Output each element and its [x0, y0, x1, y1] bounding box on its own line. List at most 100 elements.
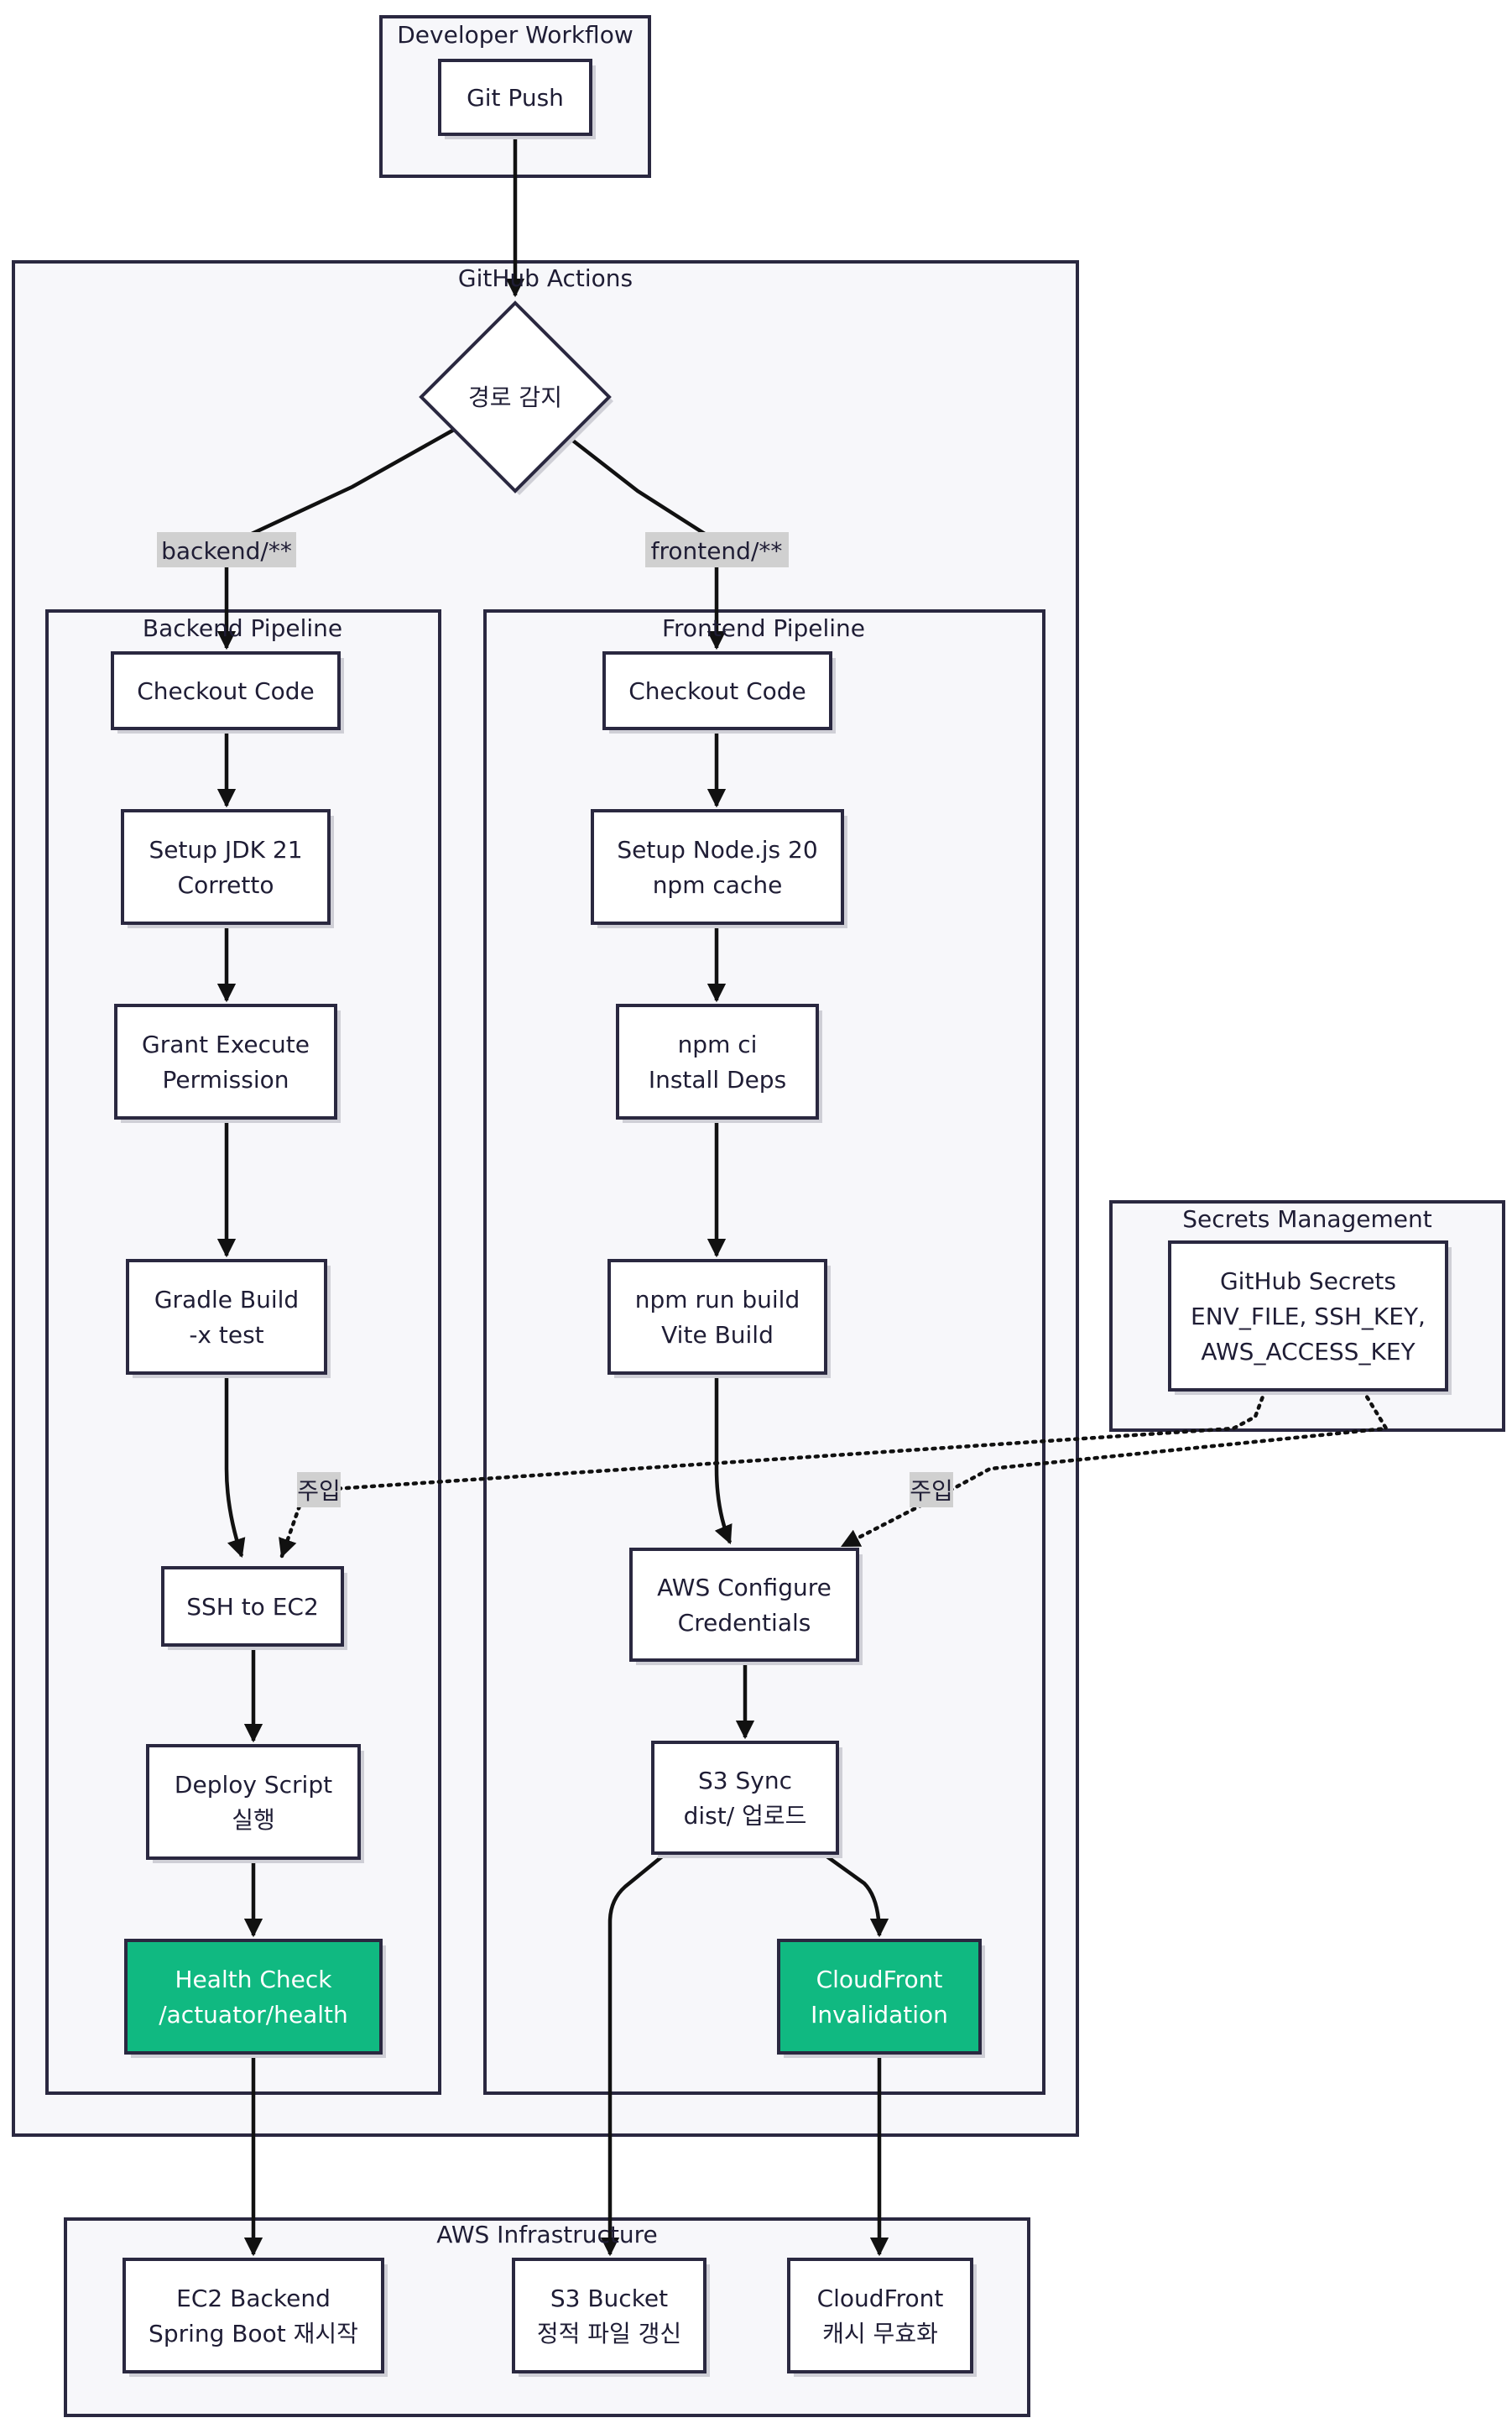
node-fe-checkout: Checkout Code [602, 651, 836, 734]
node-shape [1168, 1240, 1448, 1392]
node-label-line: npm run build [635, 1286, 800, 1313]
edge-fe-build-aws [714, 1373, 733, 1545]
node-be-ssh-ec2: SSH to EC2 [161, 1566, 347, 1650]
node-be-gradle-build: Gradle Build -x test [126, 1259, 331, 1378]
node-label-line: Install Deps [649, 1066, 786, 1094]
node-path-detect: 경로 감지 [419, 300, 613, 495]
node-label-line: CloudFront [816, 1966, 943, 1993]
edges [216, 134, 1389, 2257]
node-shape [126, 1259, 327, 1375]
edge-label-inject-frontend: 주입 [910, 1472, 953, 1507]
node-label-line: dist/ 업로드 [684, 1802, 807, 1830]
cluster-title: Developer Workflow [397, 21, 633, 49]
node-be-health-check: Health Check/actuator/health [124, 1939, 386, 2058]
node-shape [121, 809, 331, 925]
edge-label-inject-backend: 주입 [297, 1472, 341, 1507]
node-label-line: GitHub Secrets [1220, 1267, 1396, 1295]
node-label-line: Deploy Script [175, 1771, 332, 1799]
node-label-line: Git Push [467, 84, 564, 112]
node-label-line: Checkout Code [628, 677, 806, 705]
node-fe-s3-sync: S3 Sync dist/ 업로드 [651, 1741, 842, 1858]
node-shape [161, 1566, 344, 1647]
node-shape [419, 300, 612, 493]
edge-detect-to-frontend [568, 436, 727, 650]
node-label-line: npm ci [678, 1031, 758, 1058]
node-shape [591, 809, 844, 925]
node-shape [123, 2258, 384, 2373]
node-label-line: AWS_ACCESS_KEY [1201, 1338, 1416, 1366]
edge-label-frontend: frontend/** [645, 532, 789, 567]
node-shape [438, 59, 592, 136]
node-fe-npm-ci: npm ci Install Deps [616, 1004, 822, 1123]
node-shape [777, 1939, 982, 2055]
node-shape [616, 1004, 819, 1120]
node-label-line: Spring Boot 재시작 [149, 2320, 358, 2347]
node-label-line: Corretto [178, 871, 274, 899]
node-be-deploy-script: Deploy Script 실행 [146, 1744, 364, 1863]
node-shape [787, 2258, 973, 2373]
node-s3-bucket: S3 Bucket 정적 파일 갱신 [512, 2258, 710, 2377]
node-label-line: Health Check [175, 1966, 333, 1993]
node-shape [124, 1939, 383, 2055]
node-cloudfront: CloudFront 캐시 무효화 [787, 2258, 977, 2377]
node-label-line: EC2 Backend [176, 2285, 331, 2312]
node-shape [512, 2258, 706, 2373]
node-label-line: SSH to EC2 [186, 1593, 319, 1621]
node-label-line: Vite Build [661, 1321, 774, 1349]
edge-label-text: 주입 [910, 1477, 953, 1505]
node-label-line: Invalidation [811, 2001, 948, 2029]
node-shape [111, 651, 341, 730]
node-label-line: S3 Bucket [550, 2285, 668, 2312]
node-label-line: Grant Execute [142, 1031, 310, 1058]
node-shape [114, 1004, 337, 1120]
node-label-line: -x test [189, 1321, 263, 1349]
edge-label-backend: backend/** [157, 532, 296, 567]
node-label-line: 경로 감지 [468, 384, 562, 411]
node-fe-setup-node: Setup Node.js 20 npm cache [591, 809, 847, 928]
edge-label-text: backend/** [161, 537, 292, 565]
edge-label-text: frontend/** [651, 537, 783, 565]
node-label-line: /actuator/health [159, 2001, 348, 2029]
edge-fe-s3sync-s3 [600, 1851, 668, 2257]
node-shape [651, 1741, 839, 1855]
node-label-line: CloudFront [817, 2285, 944, 2312]
node-be-setup-jdk: Setup JDK 21 Corretto [121, 809, 334, 928]
node-label-line: ENV_FILE, SSH_KEY, [1191, 1303, 1426, 1330]
node-git-push: Git Push [438, 59, 596, 139]
cluster-title: Frontend Pipeline [662, 614, 865, 642]
node-label-line: Setup JDK 21 [149, 836, 302, 864]
node-shape [629, 1548, 859, 1662]
edge-label-text: 주입 [297, 1477, 341, 1505]
cluster-title: Secrets Management [1182, 1205, 1431, 1233]
node-label-line: Permission [162, 1066, 289, 1094]
node-label-line: Checkout Code [137, 677, 315, 705]
node-label-line: S3 Sync [698, 1767, 792, 1794]
edge-detect-to-backend [216, 428, 456, 650]
node-label-line: AWS Configure [657, 1574, 832, 1601]
edge-fe-s3sync-cf [821, 1851, 889, 1938]
node-label-line: Credentials [678, 1609, 811, 1637]
edge-secrets-inject-frontend [840, 1387, 1389, 1548]
node-be-checkout: Checkout Code [111, 651, 344, 734]
node-label-line: 캐시 무효화 [822, 2320, 938, 2347]
node-shape [146, 1744, 361, 1860]
cluster-title: Backend Pipeline [143, 614, 342, 642]
node-label-line: Setup Node.js 20 [617, 836, 817, 864]
node-label-line: Gradle Build [154, 1286, 299, 1313]
node-label-line: 실행 [232, 1806, 275, 1834]
edge-secrets-inject-backend [279, 1387, 1268, 1559]
node-shape [602, 651, 832, 730]
cluster-title: GitHub Actions [458, 264, 633, 292]
cluster-title: AWS Infrastructure [436, 2221, 658, 2248]
node-label-line: 정적 파일 갱신 [537, 2320, 681, 2347]
node-label-line: npm cache [653, 871, 783, 899]
node-shape [607, 1259, 827, 1375]
